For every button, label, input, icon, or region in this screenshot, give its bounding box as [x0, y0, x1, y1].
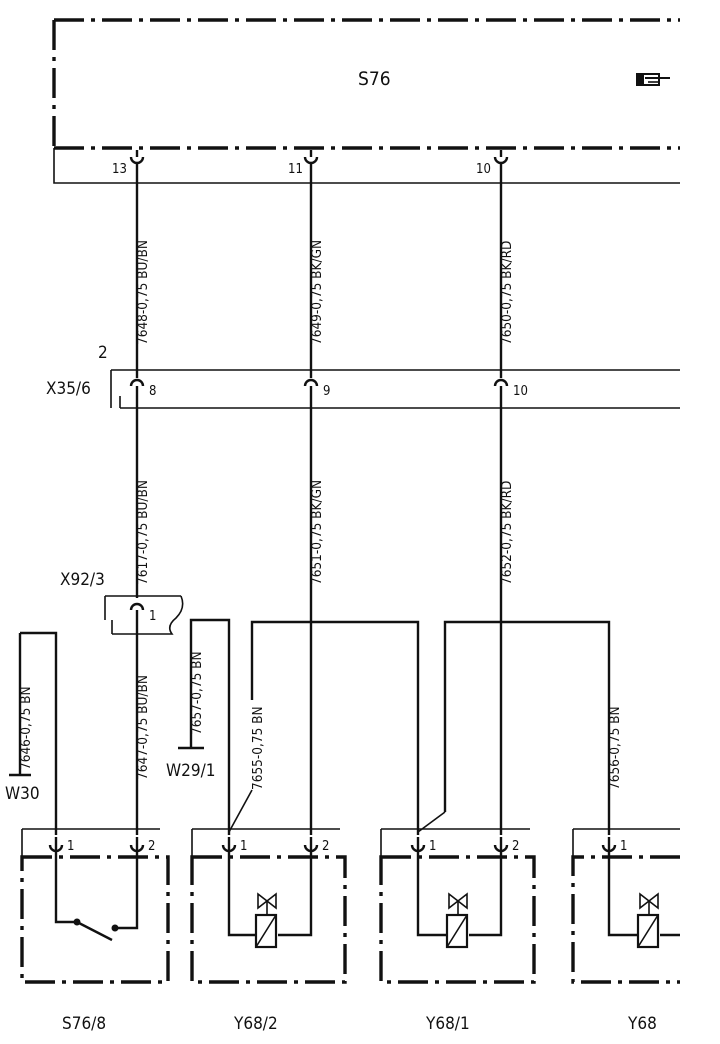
- wire-label-7650: 7650-0,75 BK/RD: [499, 241, 515, 345]
- wire-label-7651: 7651-0,75 BK/GN: [309, 480, 325, 585]
- wire-label-7648: 7648-0,75 BU/BN: [135, 240, 151, 345]
- svg-text:1: 1: [240, 839, 247, 854]
- ground-w29-label: W29/1: [166, 761, 215, 781]
- module-label: S76: [358, 68, 391, 90]
- module-pin-13: 13: [112, 150, 145, 177]
- component-label-s76-8: S76/8: [62, 1014, 106, 1034]
- pointing-hand-icon: [636, 73, 670, 86]
- module-s76: S76: [52, 18, 680, 184]
- module-pin-10: 10: [476, 150, 509, 177]
- svg-text:2: 2: [148, 839, 155, 854]
- svg-text:8: 8: [149, 384, 156, 399]
- svg-text:11: 11: [288, 162, 303, 177]
- wire-label-7649: 7649-0,75 BK/GN: [309, 240, 325, 345]
- wire-label-7656: 7656-0,75 BN: [607, 706, 623, 790]
- wire-label-7655: 7655-0,75 BN: [250, 706, 266, 790]
- connector-x92-label: X92/3: [60, 570, 105, 590]
- component-label-y68: Y68: [627, 1014, 657, 1034]
- wire-label-7657: 7657-0,75 BN: [189, 651, 205, 735]
- svg-text:1: 1: [67, 839, 74, 854]
- component-y68-1: 1 2 Y68/1: [379, 828, 536, 1034]
- wire-7655-branch: [250, 620, 420, 835]
- wire-7646: [20, 631, 58, 835]
- component-y68-2: 1 2 Y68/2: [190, 828, 347, 1034]
- wire-7656-branch: [443, 620, 611, 835]
- connector-x35-label: X35/6: [46, 379, 91, 399]
- svg-text:9: 9: [323, 384, 330, 399]
- svg-text:13: 13: [112, 162, 127, 177]
- svg-text:1: 1: [429, 839, 436, 854]
- component-label-y68-1: Y68/1: [425, 1014, 470, 1034]
- svg-text:10: 10: [476, 162, 491, 177]
- module-pin-11: 11: [288, 150, 319, 177]
- wire-label-7646: 7646-0,75 BN: [18, 686, 34, 770]
- wire-7655-leader: [228, 789, 253, 833]
- connector-x92-3: X92/3 1: [60, 570, 184, 635]
- switch-contact: [76, 920, 113, 942]
- component-s76-8: 1 2 S76/8: [20, 828, 170, 1034]
- connector-x35-num: 2: [98, 343, 108, 363]
- wire-label-7617: 7617-0,75 BU/BN: [135, 480, 151, 585]
- connector-x35-6: 2 X35/6 8 9 10: [46, 343, 680, 409]
- svg-text:10: 10: [513, 384, 528, 399]
- wire-label-7647: 7647-0,75 BU/BN: [135, 675, 151, 780]
- svg-text:1: 1: [620, 839, 627, 854]
- component-label-y68-2: Y68/2: [233, 1014, 278, 1034]
- wire-label-7652: 7652-0,75 BK/RD: [499, 481, 515, 585]
- wire-7657: [189, 618, 231, 835]
- svg-text:2: 2: [322, 839, 329, 854]
- ground-w30-label: W30: [5, 784, 40, 804]
- svg-text:2: 2: [512, 839, 519, 854]
- component-y68: 1 Y68: [571, 828, 680, 1034]
- svg-text:1: 1: [149, 609, 156, 624]
